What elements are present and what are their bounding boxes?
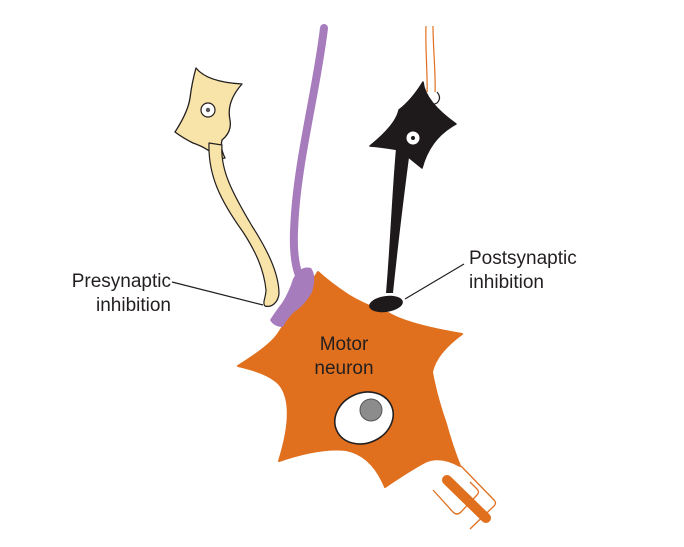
postsynaptic-leader-line [404, 263, 465, 300]
presynaptic-label-line-2: inhibition [96, 295, 171, 316]
motor-neuron-nucleus [334, 391, 394, 445]
motor-neuron-axon [432, 465, 497, 530]
motor-neuron-label: Motor neuron [299, 333, 389, 381]
motor-neuron-label-line-1: Motor [319, 334, 369, 355]
black-interneuron-terminal [369, 295, 403, 313]
black-interneuron [369, 81, 457, 313]
motor-neuron-label-line-2: neuron [314, 358, 374, 379]
presynaptic-label-line-1: Presynaptic [71, 271, 171, 292]
purple-axon-terminal [270, 267, 315, 327]
postsynaptic-label-line-2: inhibition [469, 272, 544, 293]
black-interneuron-body [369, 81, 457, 169]
yellow-interneuron [174, 67, 280, 307]
yellow-interneuron-axon [208, 142, 280, 307]
black-interneuron-axon [386, 148, 410, 293]
postsynaptic-label-line-1: Postsynaptic [469, 248, 577, 269]
presynaptic-inhibition-label: Presynaptic inhibition [72, 270, 171, 318]
purple-axon [270, 24, 328, 327]
motor-neuron-nucleolus [359, 398, 383, 422]
motor-neuron-body [237, 271, 463, 488]
presynaptic-leader-line [171, 281, 264, 306]
postsynaptic-inhibition-label: Postsynaptic inhibition [469, 247, 577, 295]
